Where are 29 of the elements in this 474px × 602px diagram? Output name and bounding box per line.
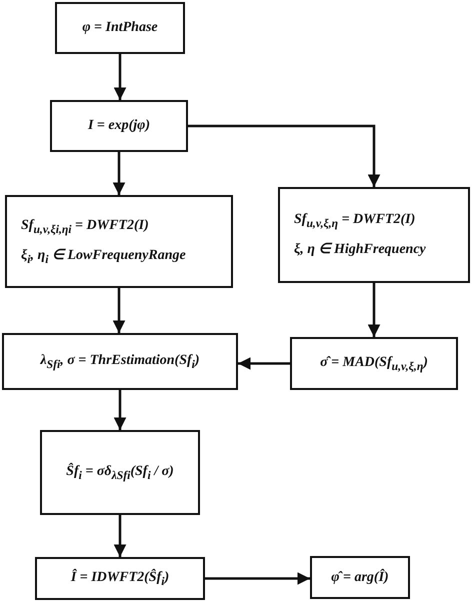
arrow <box>112 288 126 333</box>
process-box <box>290 337 458 390</box>
formula-text: I = exp(jφ) <box>88 118 150 134</box>
formula-text: ξ, η ∈ HighFrequency <box>294 240 426 258</box>
formula-text: Sf$_{u,v,ξ,η}$ = DWFT2(I) <box>294 212 416 230</box>
formula-text: λ$_{Sfi}$, σ = ThrEstimation(Sf$_{i}$) <box>40 352 200 370</box>
formula-text: Î = IDWFT2(Ŝf$_{i}$) <box>70 570 170 588</box>
arrow <box>114 54 126 100</box>
formula-text: Ŝf$_{i}$ = σδ$_{λSfi}$(Sf$_{i}$ / σ) <box>66 464 174 482</box>
process-box <box>55 2 185 54</box>
arrow <box>112 152 126 195</box>
process-box <box>310 556 410 599</box>
process-box <box>5 195 233 288</box>
arrow <box>238 357 290 370</box>
process-box <box>40 430 200 515</box>
formula-text: φ = IntPhase <box>82 20 158 36</box>
formula-text: φ̂ = arg(Î) <box>331 570 389 586</box>
formula-text: σ̂ = MAD(Sf$_{u,v,ξ,η}$) <box>320 354 428 372</box>
process-box <box>35 557 205 600</box>
arrow <box>188 124 380 187</box>
arrow <box>368 283 380 337</box>
formula-text: ξ$_{i}$, η$_{i}$ ∈ LowFrequenyRange <box>21 246 186 266</box>
arrow <box>114 390 126 430</box>
formula-text: Sf$_{u,v,ξi,ηi}$ = DWFT2(I) <box>21 218 149 236</box>
process-box <box>278 187 470 283</box>
arrow <box>205 572 310 585</box>
process-box <box>2 333 238 390</box>
process-box <box>50 100 188 152</box>
arrow <box>114 515 126 557</box>
